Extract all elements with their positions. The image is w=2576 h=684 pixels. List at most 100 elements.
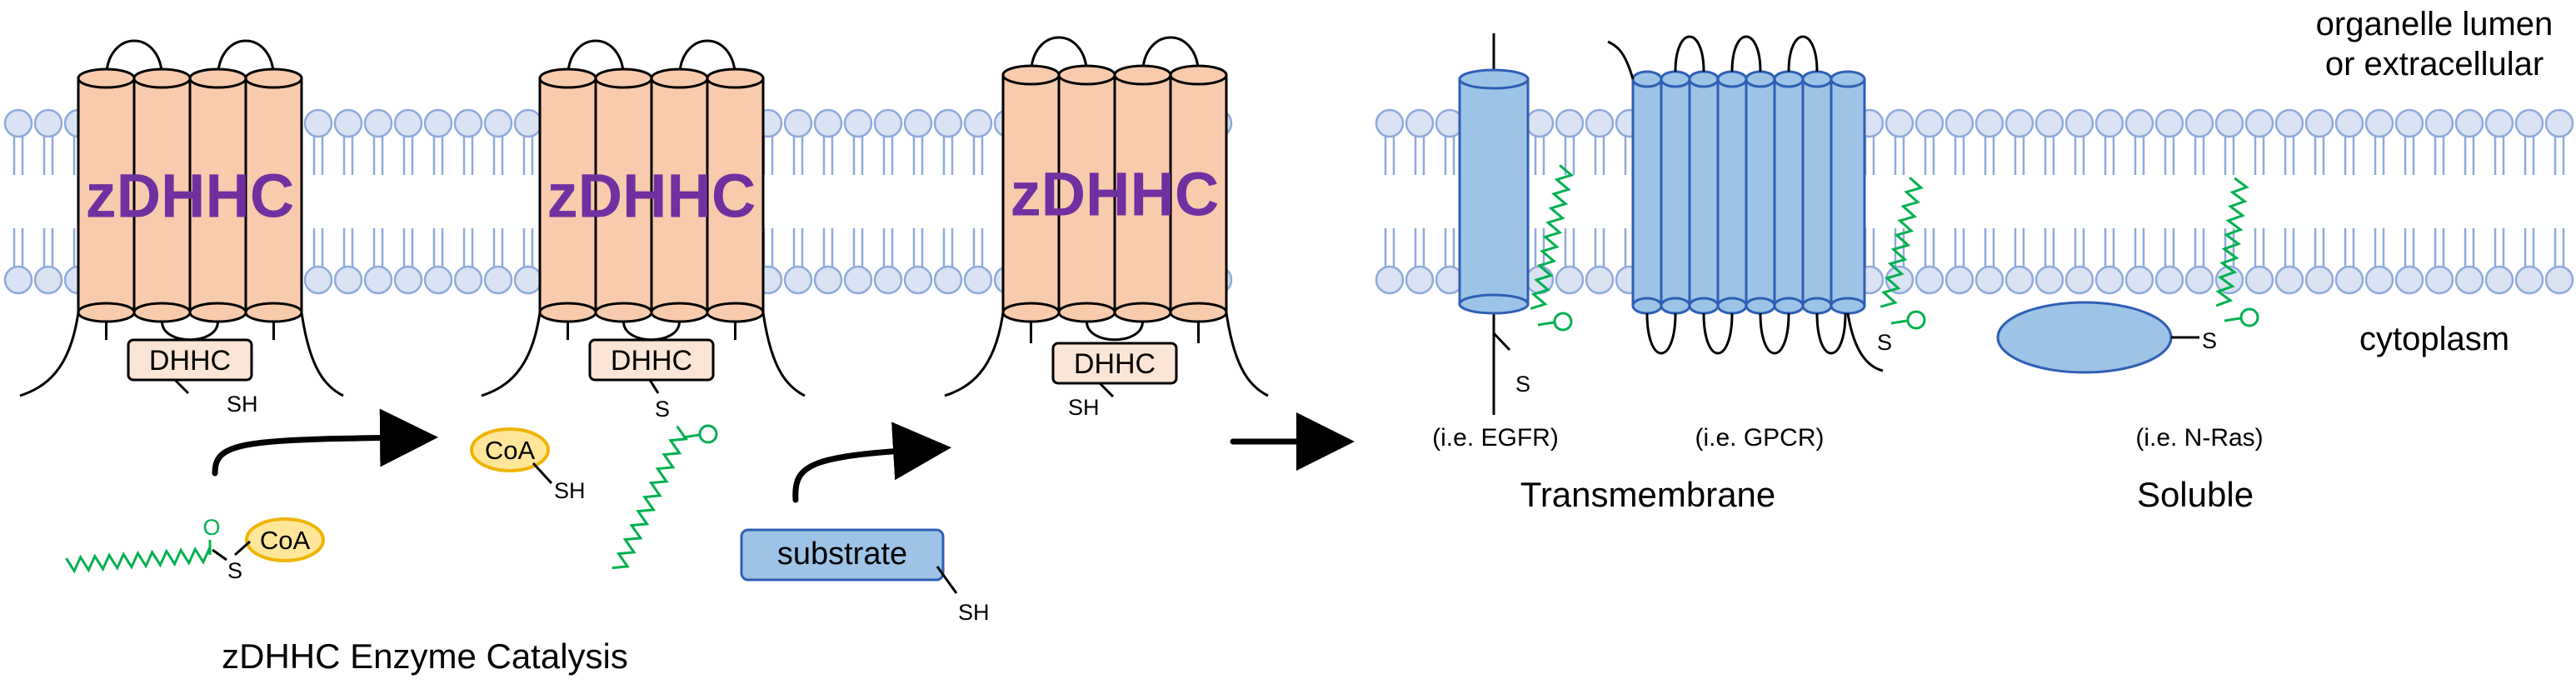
sh-label: SH [1068, 395, 1100, 420]
nras-s-label: S [2202, 328, 2217, 353]
lipid-head [813, 108, 843, 138]
lipid-head [33, 108, 63, 138]
lipid-head [1974, 108, 2004, 138]
lipid-head [333, 108, 363, 138]
enzyme-helix-top [244, 67, 303, 89]
gpcr-helix-top [1631, 70, 1663, 88]
enzyme-helix [1169, 73, 1228, 314]
bonds [212, 462, 958, 594]
lipid-head [1375, 265, 1405, 295]
gpcr-helix [1688, 77, 1720, 307]
carbonyl-bond [1537, 321, 1555, 327]
nras-protein [1996, 301, 2173, 374]
transmembrane-label: Transmembrane [1520, 475, 1776, 514]
lipid-head [303, 108, 333, 138]
lipid-head [1944, 108, 1974, 138]
enzyme-loop-bottom [161, 321, 219, 342]
enzyme-label: zDHHC [547, 162, 756, 231]
substrate-box [740, 528, 945, 582]
carbonyl-bond [682, 433, 700, 439]
enzyme-n-tail [19, 312, 80, 397]
lipid-head [513, 265, 543, 295]
lumen-label-line2: or extracellular [2325, 46, 2544, 82]
gpcr-helix-bottom [1801, 297, 1833, 315]
lipid-head [903, 265, 933, 295]
lipid-head [2214, 108, 2244, 138]
enzyme-label: zDHHC [86, 162, 295, 231]
lipid-head [1585, 265, 1615, 295]
lipid-head [333, 265, 363, 295]
dhhc-motif-box [588, 338, 715, 382]
enzyme-helix-top [594, 67, 653, 89]
lipid-head [2034, 108, 2064, 138]
lipid-head [873, 108, 903, 138]
lipid-head [3, 108, 33, 138]
bond [1098, 382, 1115, 398]
lipid-head [423, 108, 453, 138]
enzyme-helix-bottom [650, 302, 709, 323]
lipid-head [1375, 108, 1405, 138]
coa-molecules [245, 427, 550, 562]
gpcr-helix-bottom [1830, 297, 1866, 315]
lipid-head [2154, 265, 2184, 295]
lipid-head [2484, 108, 2514, 138]
gpcr-loops-top [1674, 35, 1819, 72]
lumen-label-line1: organelle lumen [2316, 6, 2554, 42]
gpcr-helix [1830, 77, 1866, 307]
reaction-arrows [212, 408, 1355, 503]
enzyme-loops-top [1030, 36, 1200, 76]
lipid-head [2214, 265, 2244, 295]
nras-label: (i.e. N-Ras) [2135, 424, 2263, 452]
enzyme-helix-top [1169, 64, 1228, 86]
substrate-label: substrate [777, 537, 907, 572]
gpcr-helix [1660, 77, 1691, 307]
palmitoyl-chain [2215, 177, 2249, 307]
bond [173, 378, 190, 395]
carbonyl-oxygen [698, 424, 718, 444]
acyl-coa-o-label: O [202, 515, 220, 540]
enzyme-helix-top [1057, 64, 1116, 86]
carbonyl-oxygen [1553, 312, 1573, 332]
lipid-head [393, 108, 423, 138]
lipid-head [483, 265, 513, 295]
egfr-helix [1458, 77, 1530, 306]
enzyme-helix-top [77, 67, 136, 89]
lipid-head [843, 265, 873, 295]
egfr-helix-top [1458, 68, 1530, 90]
lipid-head [2094, 265, 2124, 295]
carbonyl-bond [1890, 319, 1908, 325]
gpcr-helix-bottom [1745, 297, 1776, 315]
carbonyl-bond [2224, 317, 2241, 322]
acyl-coa-s-label: S [227, 558, 242, 583]
enzyme-helix [706, 77, 765, 314]
lipid-head [1944, 265, 1974, 295]
sh-label: SH [227, 392, 258, 417]
enzyme-helix-bottom [188, 302, 247, 323]
lipid-head [1885, 265, 1915, 295]
lipid-head [2304, 108, 2334, 138]
lipid-head [2544, 265, 2574, 295]
coa-sh-label: SH [554, 478, 586, 503]
gpcr-helix-bottom [1773, 297, 1805, 315]
enzyme-n-tail [481, 312, 542, 397]
enzyme-loop-bottom [622, 321, 681, 342]
palmitoyl-chain [65, 547, 211, 574]
lipid-head [1915, 108, 1944, 138]
dhhc-motif-label: DHHC [1074, 348, 1156, 380]
lipid-head [2004, 108, 2034, 138]
lipid-head [933, 108, 963, 138]
enzyme-helix-top [650, 67, 709, 89]
enzyme-helix-top [1113, 64, 1172, 86]
enzyme-helix [1001, 73, 1061, 314]
enzyme-helix-top [132, 67, 192, 89]
lipid-head [3, 265, 33, 295]
lipid-head [1915, 265, 1944, 295]
lipid-head [423, 265, 453, 295]
enzyme-helix-top [188, 67, 247, 89]
enzyme-helix [1057, 73, 1116, 314]
lipid-head [2544, 108, 2574, 138]
enzyme-helix-top [538, 67, 597, 89]
lipid-head [2394, 265, 2424, 295]
enzyme-helix-bottom [77, 302, 136, 323]
